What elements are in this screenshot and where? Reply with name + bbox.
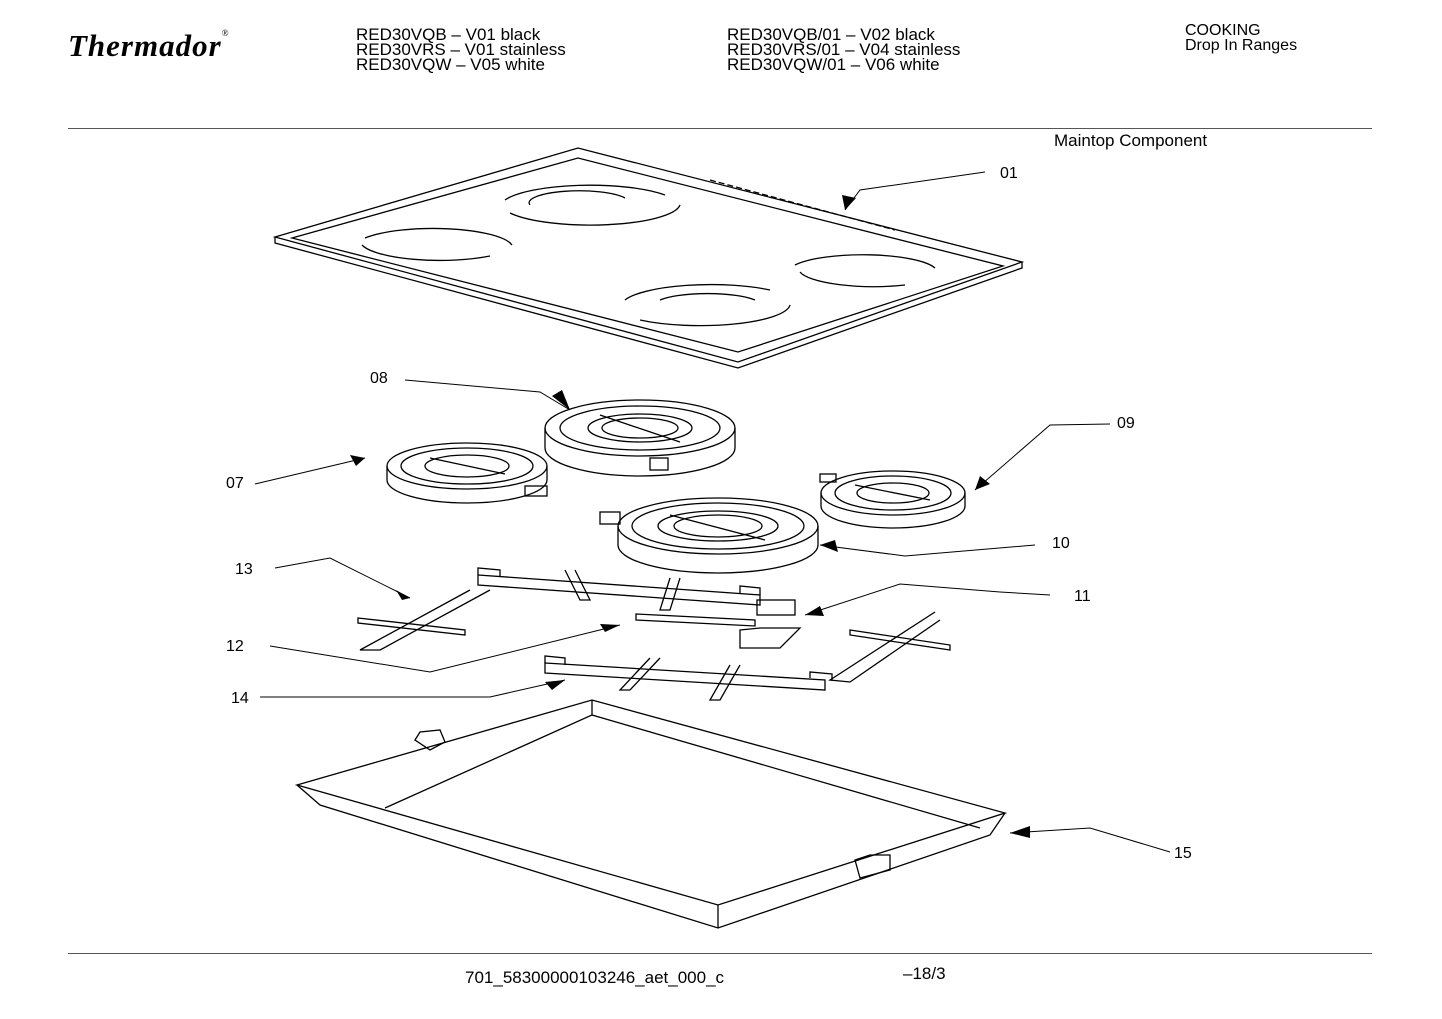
footer-divider	[68, 953, 1372, 954]
part-number-01: 01	[1000, 165, 1018, 182]
part-number-13: 13	[235, 561, 253, 578]
support-brackets	[357, 567, 951, 701]
part-number-07: 07	[226, 475, 244, 492]
brand-logo: Thermador®	[68, 28, 230, 63]
model-list-right: RED30VQB/01 – V02 black RED30VRS/01 – V0…	[727, 25, 961, 74]
leader-arrowheads	[350, 195, 1030, 838]
category-label: COOKING	[1185, 22, 1261, 39]
document-id: 701_58300000103246_aet_000_c	[465, 968, 725, 987]
category-block: COOKING Drop In Ranges	[1185, 22, 1298, 54]
part-number-10: 10	[1052, 535, 1070, 552]
model-line: RED30VRS/01 – V04 stainless	[727, 40, 961, 59]
cooktop-glass	[272, 147, 1025, 369]
model-line: RED30VQB/01 – V02 black	[727, 25, 935, 44]
model-list-left: RED30VQB – V01 black RED30VRS – V01 stai…	[356, 25, 566, 74]
heating-element-09	[819, 470, 966, 529]
heating-element-10	[599, 497, 819, 574]
leader-lines	[254, 171, 1171, 853]
page-number: –18/3	[903, 964, 946, 983]
header-divider	[68, 128, 1372, 129]
part-number-12: 12	[226, 638, 244, 655]
part-number-15: 15	[1174, 845, 1192, 862]
model-line: RED30VQB – V01 black	[356, 25, 541, 44]
part-number-11: 11	[1074, 588, 1091, 605]
model-line: RED30VQW – V05 white	[356, 55, 545, 74]
part-number-08: 08	[370, 370, 388, 387]
section-title: Maintop Component	[1054, 131, 1208, 150]
bottom-tray	[294, 699, 1008, 929]
subcategory-label: Drop In Ranges	[1185, 37, 1298, 54]
heating-element-07	[386, 442, 548, 504]
heating-element-08	[544, 399, 736, 477]
model-line: RED30VQW/01 – V06 white	[727, 55, 940, 74]
part-number-14: 14	[231, 690, 249, 707]
part-numbers: 01 07 08 09 10 11 12 13 14 15	[226, 165, 1192, 862]
model-line: RED30VRS – V01 stainless	[356, 40, 566, 59]
part-number-09: 09	[1117, 415, 1135, 432]
